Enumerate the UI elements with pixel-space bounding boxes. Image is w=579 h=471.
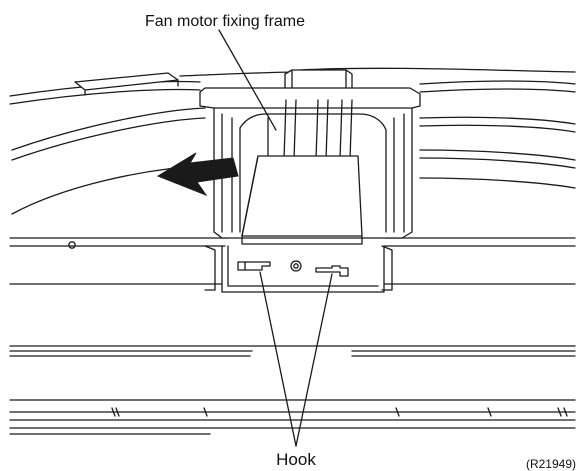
fan-motor-block xyxy=(241,155,363,245)
mid-rail xyxy=(9,237,576,285)
left-panel xyxy=(204,245,393,293)
lower-rails xyxy=(9,345,576,435)
insert-direction-arrow-icon xyxy=(156,152,239,197)
frame-label: Fan motor fixing frame xyxy=(145,13,305,30)
reference-code: (R21949) xyxy=(526,457,576,471)
screw-hole xyxy=(290,260,302,272)
hook-label: Hook xyxy=(276,450,316,469)
hook-leader-lines xyxy=(259,271,333,447)
hook-right xyxy=(315,265,349,277)
top-bracket xyxy=(74,72,179,96)
frame-leader-line xyxy=(218,29,277,131)
hook-left xyxy=(237,261,271,271)
rail-tick-marks xyxy=(111,407,568,417)
